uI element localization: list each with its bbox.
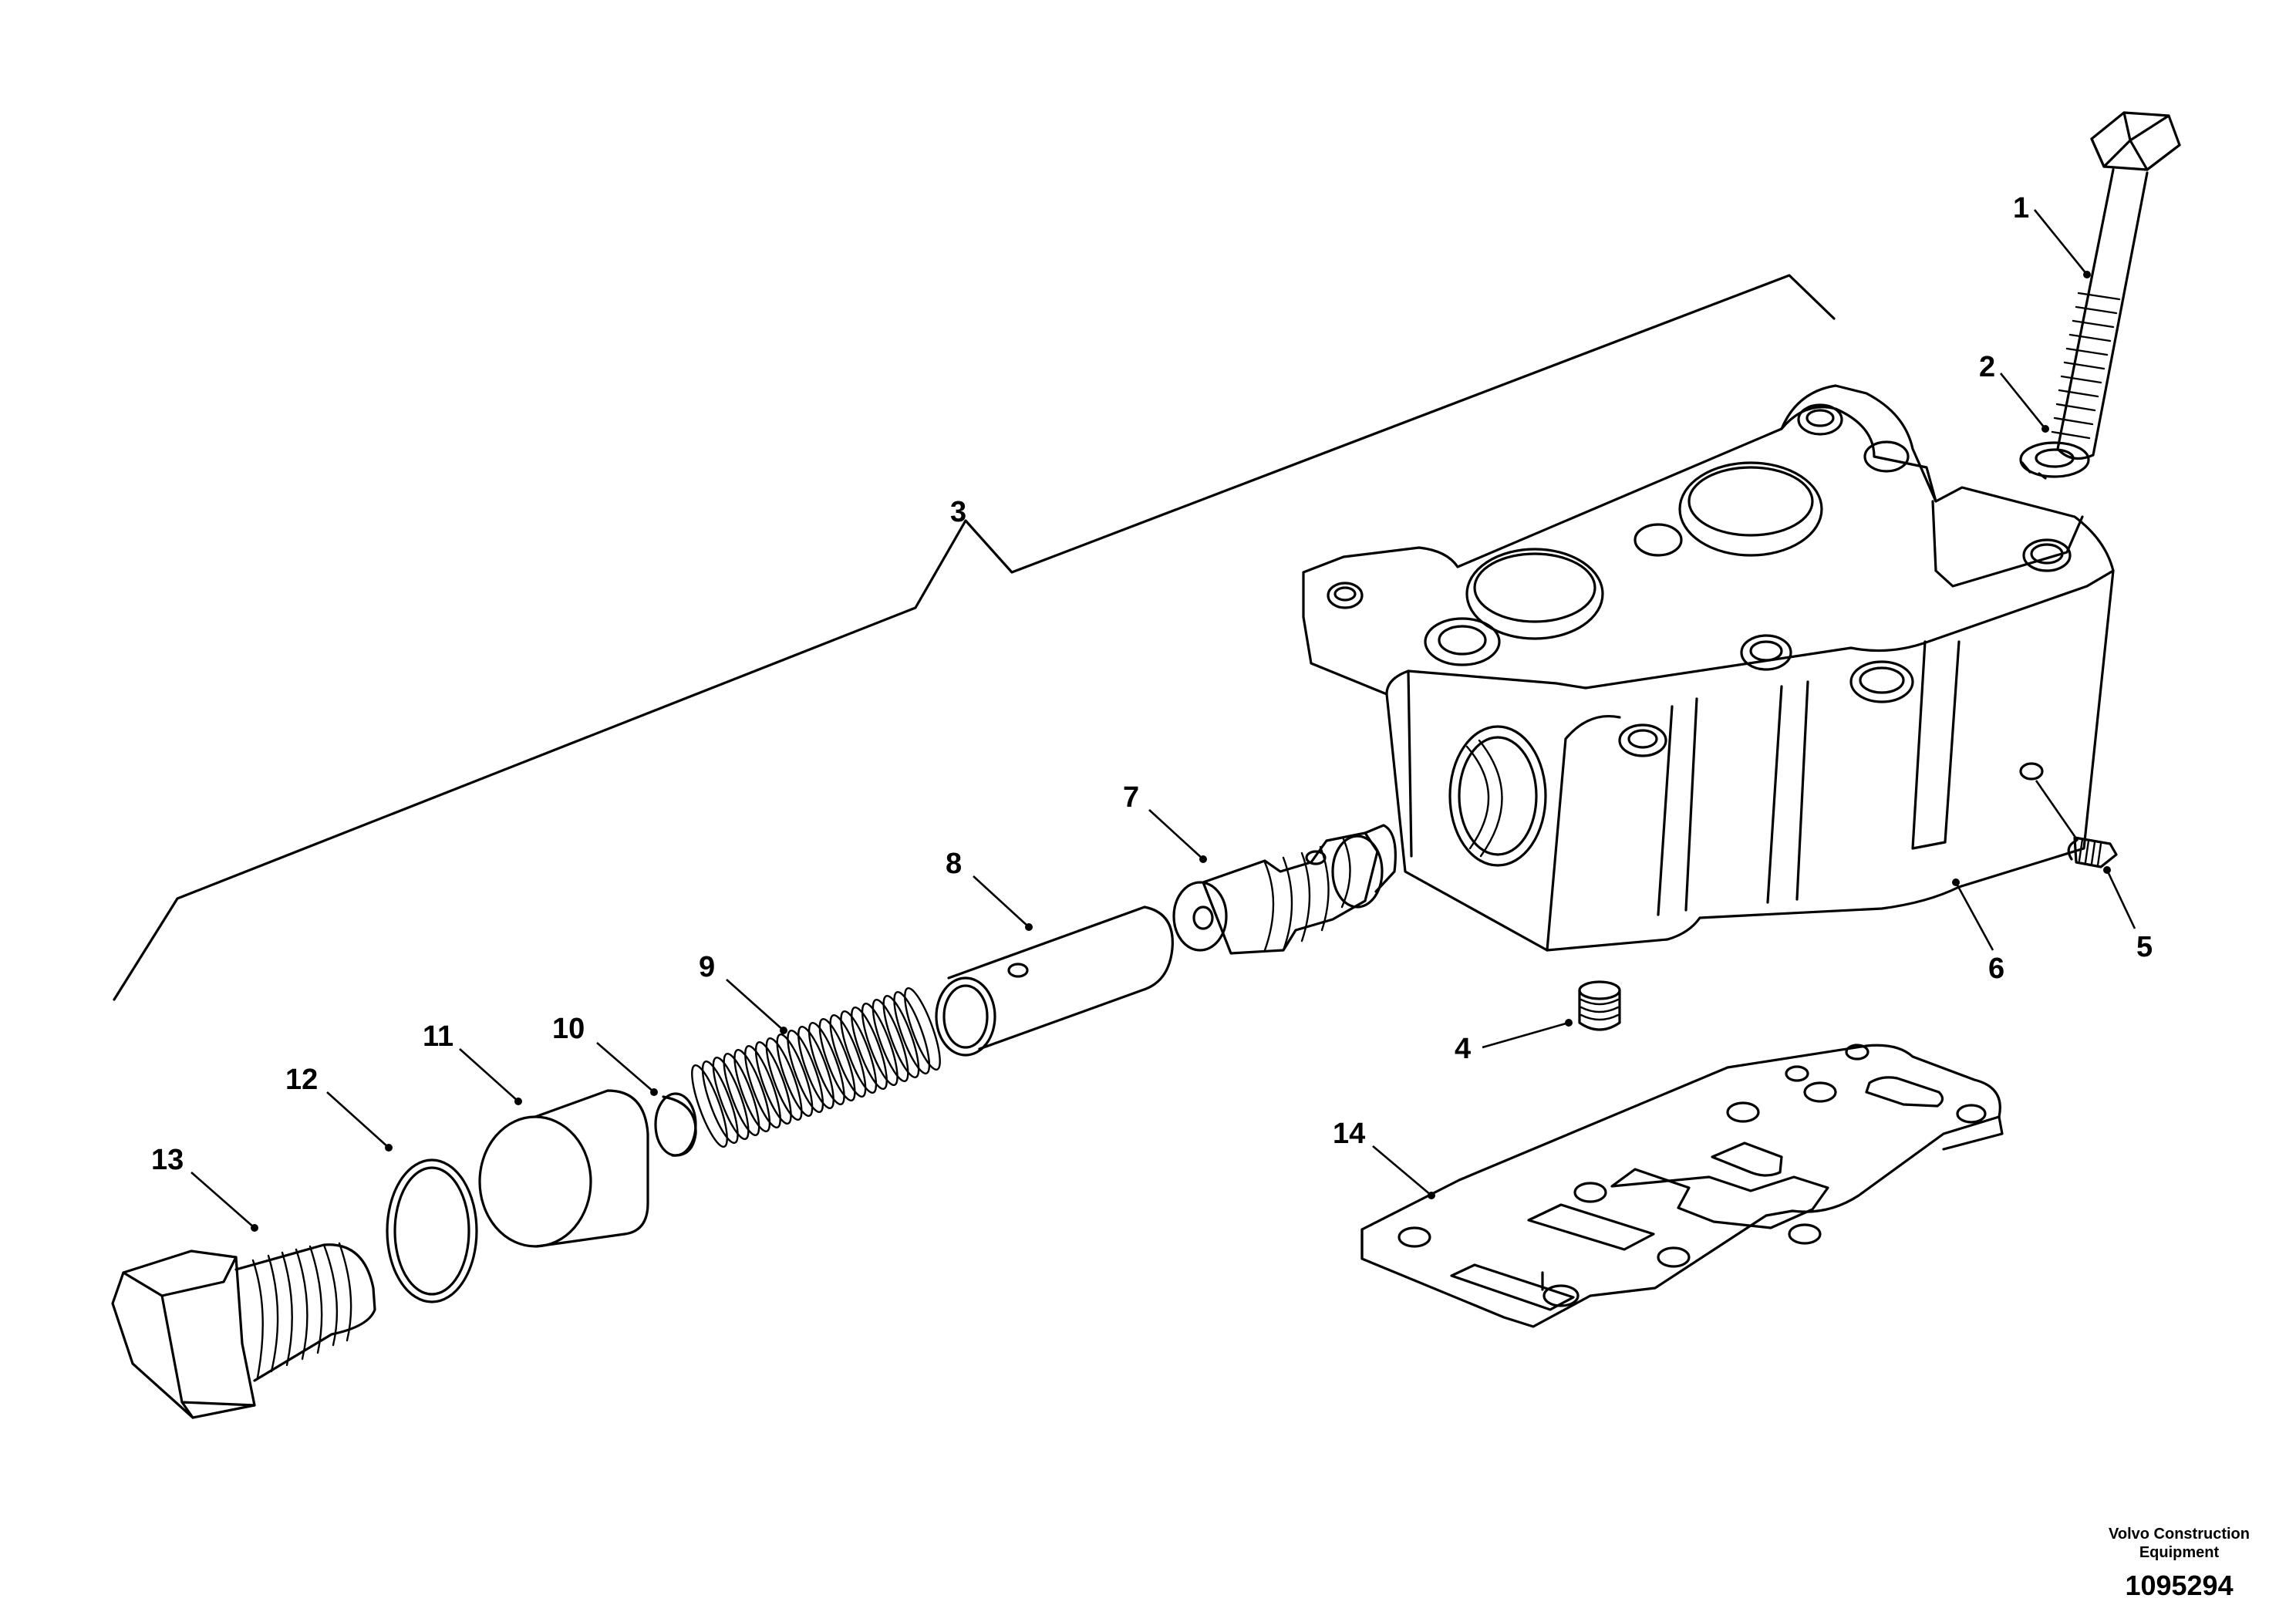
document-number: 1095294	[2125, 1570, 2234, 1601]
o-ring-part-12	[386, 1158, 478, 1303]
leader-11	[459, 1048, 522, 1105]
label-item-12: 12	[285, 1064, 318, 1096]
set-screw-part-4	[1578, 980, 1621, 1031]
cup-part-11	[478, 1089, 649, 1248]
spring-coil	[712, 1056, 750, 1141]
spring-coil	[882, 994, 920, 1079]
plug-screw-part-5	[2067, 836, 2118, 868]
spring-coil	[872, 998, 909, 1083]
leader-5b	[2035, 780, 2079, 841]
label-item-7: 7	[1123, 781, 1139, 814]
disc-part-10	[654, 1092, 697, 1157]
title-block: Volvo Construction Equipment 1095294	[2109, 1525, 2250, 1602]
leader-5	[2103, 866, 2136, 929]
spring-coil	[776, 1033, 814, 1118]
gasket-part-14	[1360, 1044, 2004, 1328]
spring-coil	[787, 1029, 824, 1114]
leader-12	[326, 1091, 393, 1152]
label-item-3: 3	[950, 496, 966, 528]
leader-lines	[190, 209, 2136, 1232]
label-item-2: 2	[1979, 351, 1995, 383]
spring-coil	[829, 1013, 867, 1098]
valve-housing-part-6	[1302, 384, 2115, 952]
leader-4	[1482, 1019, 1573, 1049]
spring-coil	[691, 1064, 728, 1148]
assembly-bracket-3	[113, 274, 1836, 1001]
valve-spool-part-7	[1172, 824, 1397, 955]
lock-washer-part-2	[2019, 441, 2090, 480]
leader-7	[1148, 809, 1207, 863]
spring-coil	[754, 1040, 792, 1125]
leader-8	[973, 875, 1033, 931]
bolt-part-1	[2051, 111, 2181, 460]
spring-coil	[733, 1048, 771, 1133]
label-item-5: 5	[2136, 931, 2153, 963]
label-item-14: 14	[1333, 1118, 1365, 1150]
label-item-9: 9	[699, 951, 715, 983]
spring-coil	[723, 1052, 760, 1137]
spring-coil	[765, 1037, 803, 1121]
label-item-11: 11	[423, 1020, 453, 1053]
spring-coil	[797, 1025, 834, 1110]
spring-coil	[744, 1044, 781, 1129]
spring-coil	[840, 1010, 878, 1094]
label-item-8: 8	[946, 848, 962, 880]
hex-plug-part-13	[111, 1242, 376, 1419]
spring-part-9	[691, 986, 941, 1148]
spring-coil	[818, 1017, 856, 1102]
spring-coil	[807, 1021, 845, 1106]
spring-coil	[861, 1002, 899, 1087]
spring-coil	[904, 986, 941, 1071]
spring-coil	[701, 1060, 739, 1145]
spring-coil	[893, 990, 931, 1075]
item-labels: 1 2 3 4 5 6 7 8 9 10 11 12 13 14	[151, 192, 2153, 1176]
leader-1	[2033, 209, 2091, 278]
spring-coil	[851, 1006, 888, 1091]
leader-14	[1372, 1145, 1435, 1199]
label-item-13: 13	[151, 1144, 184, 1176]
leader-9	[726, 979, 787, 1034]
leader-10	[596, 1042, 658, 1096]
label-item-1: 1	[2013, 192, 2029, 224]
sleeve-part-8	[935, 905, 1174, 1057]
label-item-4: 4	[1455, 1033, 1471, 1065]
leader-6	[1952, 878, 1994, 951]
leader-13	[190, 1172, 258, 1232]
leader-2	[1999, 373, 2049, 433]
company-name-line-2: Equipment	[2139, 1544, 2220, 1561]
label-item-6: 6	[1988, 953, 2004, 985]
company-name-line-1: Volvo Construction	[2109, 1526, 2250, 1543]
label-item-10: 10	[552, 1013, 585, 1045]
